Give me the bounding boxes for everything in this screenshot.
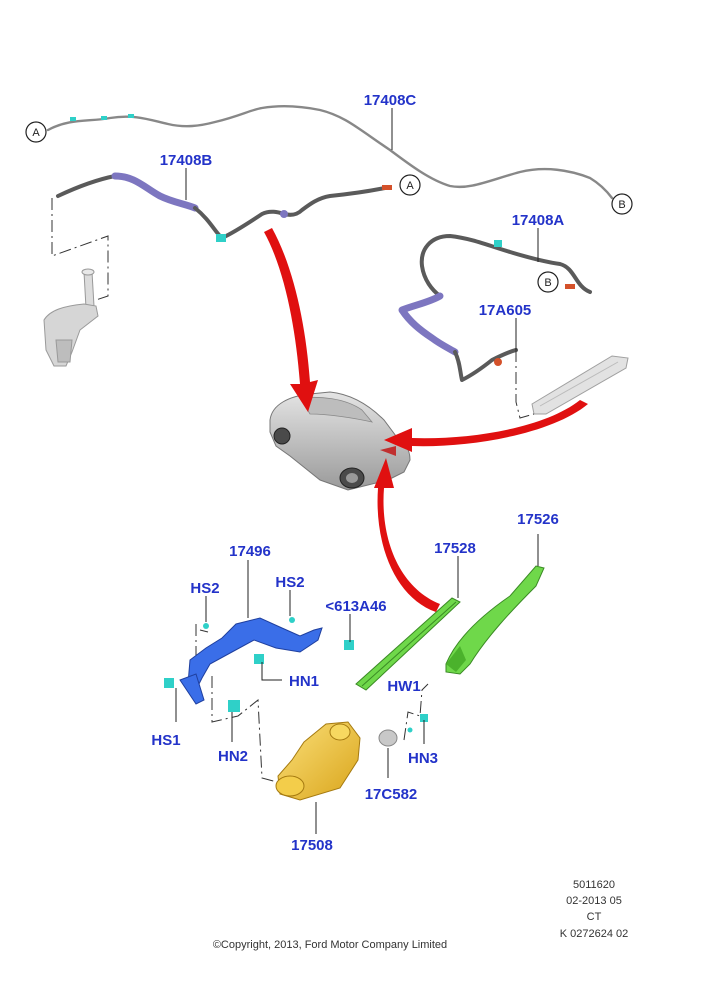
label-17408a: 17408A <box>512 212 565 229</box>
label-17496: 17496 <box>229 543 271 560</box>
label-hs2-left: HS2 <box>190 580 219 597</box>
hose-17408a <box>398 234 592 382</box>
washer-reservoir <box>43 268 99 367</box>
label-hs1: HS1 <box>151 732 180 749</box>
label-17408b: 17408B <box>160 152 213 169</box>
rear-nozzle-housing <box>531 355 629 415</box>
label-17c582: 17C582 <box>365 786 418 803</box>
vehicle <box>269 391 411 491</box>
svg-text:A: A <box>406 180 414 192</box>
label-hn1: HN1 <box>289 673 319 690</box>
wiper-blade-17528 <box>355 597 461 691</box>
label-17408c: 17408C <box>364 92 417 109</box>
leader-lines <box>175 108 539 834</box>
svg-text:A: A <box>32 127 40 139</box>
label-17508: 17508 <box>291 837 333 854</box>
svg-text:B: B <box>618 199 625 211</box>
label-hs2-right: HS2 <box>275 574 304 591</box>
wiper-motor-bracket-17496 <box>164 617 354 712</box>
hose-17408c <box>46 105 614 200</box>
copyright-notice: ©Copyright, 2013, Ford Motor Company Lim… <box>213 939 447 951</box>
label-hn3: HN3 <box>408 750 438 767</box>
wiper-arm-17526 <box>445 565 545 675</box>
label-17526: 17526 <box>517 511 559 528</box>
label-613a46: <613A46 <box>325 598 386 615</box>
label-hn2: HN2 <box>218 748 248 765</box>
svg-text:B: B <box>544 277 551 289</box>
meta-line-4: K 0272624 02 <box>560 928 629 940</box>
callout-a-left: A <box>25 121 47 143</box>
label-hw1: HW1 <box>387 678 420 695</box>
wiper-motor-17508 <box>275 721 361 801</box>
label-17a605: 17A605 <box>479 302 532 319</box>
connection-lines <box>51 198 535 787</box>
callout-b-mid: B <box>537 271 559 293</box>
hose-17408b <box>56 172 392 242</box>
meta-line-2: 02-2013 05 <box>566 895 622 907</box>
callout-a-mid: A <box>399 174 421 196</box>
assembly-arrows <box>264 228 588 612</box>
spindle-cap-17c582 <box>378 714 428 747</box>
meta-line-1: 5011620 <box>573 879 615 891</box>
label-17528: 17528 <box>434 540 476 557</box>
meta-line-3: CT <box>587 911 602 923</box>
callout-b-right: B <box>611 193 633 215</box>
